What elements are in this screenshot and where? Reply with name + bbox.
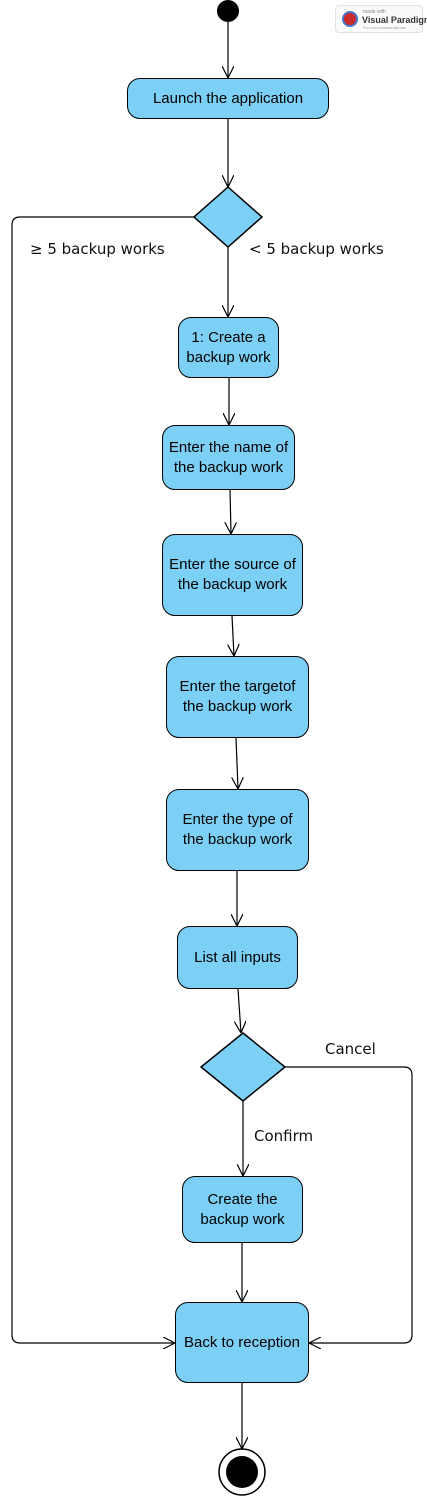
- edge-name-to-source: [230, 489, 231, 534]
- action-list-inputs: List all inputs: [177, 926, 298, 989]
- edge-target-to-type: [236, 737, 238, 789]
- badge-tagline: For non-commercial use: [363, 25, 407, 30]
- initial-node: [217, 0, 239, 22]
- visual-paradigm-logo-icon: [342, 11, 358, 27]
- action-enter-source: Enter the source of the backup work: [162, 534, 303, 616]
- edge-list-to-decision: [238, 988, 241, 1033]
- guard-label-confirm: Confirm: [254, 1127, 314, 1145]
- action-launch-application: Launch the application: [127, 78, 329, 119]
- action-create-backup-work-step: 1: Create a backup work: [178, 317, 279, 378]
- action-create-the-backup-work: Create the backup work: [182, 1176, 303, 1243]
- badge-small-text: made with: [363, 9, 386, 15]
- badge-product-name: Visual Paradigm: [362, 15, 427, 25]
- edge-decision-to-reception: [11, 216, 194, 1343]
- action-enter-name: Enter the name of the backup work: [162, 425, 295, 490]
- visual-paradigm-badge: made with Visual Paradigm For non-commer…: [335, 5, 427, 33]
- guard-label-more-than-five: ≥ 5 backup works: [30, 240, 165, 258]
- decision-node-backup-count: [192, 185, 264, 249]
- decision-node-confirm-cancel: [199, 1032, 287, 1102]
- action-enter-target: Enter the targetof the backup work: [166, 656, 309, 738]
- edge-decision-cancel-to-reception: [285, 1066, 413, 1343]
- action-enter-type: Enter the type of the backup work: [166, 789, 309, 871]
- guard-label-cancel: Cancel: [325, 1040, 376, 1058]
- guard-label-less-than-five: < 5 backup works: [249, 240, 384, 258]
- edge-source-to-target: [232, 615, 234, 656]
- action-back-to-reception: Back to reception: [175, 1302, 309, 1383]
- final-node-inner: [226, 1456, 258, 1488]
